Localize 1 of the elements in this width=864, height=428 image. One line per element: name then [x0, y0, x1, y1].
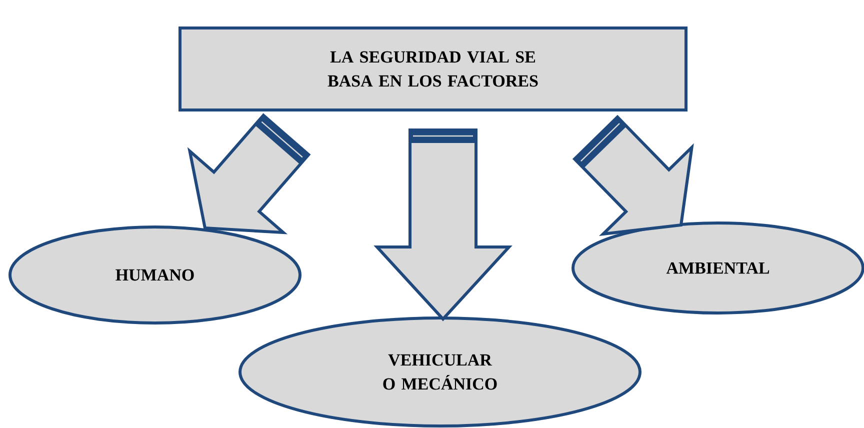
title-box: LA SEGURIDAD VIAL SE BASA EN LOS FACTORES — [178, 26, 688, 112]
